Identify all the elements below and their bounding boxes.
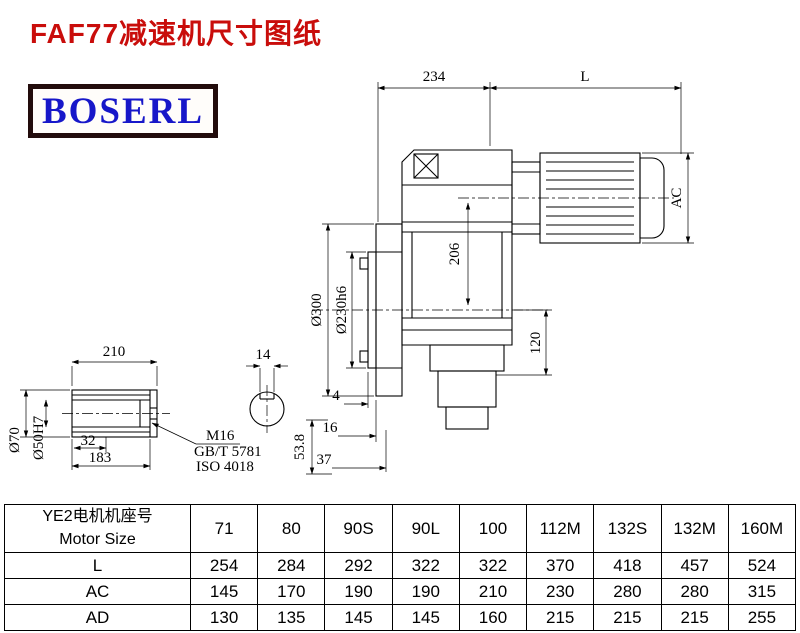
cell-L-5: 370 bbox=[526, 552, 595, 579]
cell-AD-5: 215 bbox=[526, 604, 595, 631]
logo-text: BOSERL bbox=[41, 90, 205, 132]
motor-size-100: 100 bbox=[458, 504, 528, 553]
dim-234-label: 234 bbox=[423, 69, 446, 85]
cell-AD-4: 160 bbox=[458, 604, 528, 631]
cell-AD-8: 255 bbox=[727, 604, 797, 631]
motor-size-71: 71 bbox=[189, 504, 259, 553]
dim-AC-group: AC bbox=[642, 152, 694, 244]
cell-AD-2: 145 bbox=[324, 604, 393, 631]
thread-gb-label: GB/T 5781 bbox=[194, 444, 262, 460]
shaft-detail: 210 Ø70 Ø50H7 32 183 M16 GB/T 5781 ISO 4… bbox=[7, 344, 262, 475]
cell-AD-7: 215 bbox=[660, 604, 729, 631]
cell-AD-3: 145 bbox=[391, 604, 460, 631]
dim-120-label: 120 bbox=[528, 332, 544, 355]
thread-iso-label: ISO 4018 bbox=[196, 459, 254, 475]
row-label-AD: AD bbox=[4, 604, 191, 631]
cell-L-4: 322 bbox=[458, 552, 528, 579]
thread-m16-label: M16 bbox=[206, 428, 235, 444]
cell-AC-0: 145 bbox=[189, 578, 259, 605]
dimension-table: YE2电机机座号 Motor Size 71 80 90S 90L 100 11… bbox=[4, 504, 797, 631]
cell-L-3: 322 bbox=[391, 552, 460, 579]
row-label-L: L bbox=[4, 552, 191, 579]
cell-L-1: 284 bbox=[257, 552, 326, 579]
cell-L-2: 292 bbox=[324, 552, 393, 579]
flange-outline bbox=[312, 223, 548, 397]
dim-300-label: Ø300 bbox=[309, 293, 325, 326]
cell-AC-5: 230 bbox=[526, 578, 595, 605]
cell-AC-4: 210 bbox=[458, 578, 528, 605]
dim-120-group: 120 bbox=[496, 309, 552, 376]
cell-AC-2: 190 bbox=[324, 578, 393, 605]
dims-depth-group: 4 16 37 bbox=[317, 372, 387, 472]
motor-size-header-en: Motor Size bbox=[59, 530, 136, 548]
keyway-detail: 14 bbox=[246, 347, 288, 433]
row-label-AC: AC bbox=[4, 578, 191, 605]
cell-L-8: 524 bbox=[727, 552, 797, 579]
cell-AC-7: 280 bbox=[660, 578, 729, 605]
dim-14-label: 14 bbox=[256, 347, 272, 363]
dim-50h7-label: Ø50H7 bbox=[31, 415, 47, 460]
table-row-AC: AC 145 170 190 190 210 230 280 280 315 bbox=[4, 578, 797, 605]
motor-size-90s: 90S bbox=[324, 504, 393, 553]
dim-37-label: 37 bbox=[317, 452, 333, 468]
page-title: FAF77减速机尺寸图纸 bbox=[30, 18, 323, 49]
dim-16-label: 16 bbox=[323, 420, 339, 436]
motor-size-112m: 112M bbox=[526, 504, 595, 553]
motor-outline bbox=[458, 152, 674, 244]
cell-AC-1: 170 bbox=[257, 578, 326, 605]
dim-230h6-label: Ø230h6 bbox=[334, 285, 350, 334]
dim-32-label: 32 bbox=[81, 433, 96, 449]
output-housing bbox=[429, 344, 505, 430]
dim-53-8-group: 53.8 bbox=[292, 419, 332, 475]
motor-size-header-cn: YE2电机机座号 bbox=[42, 508, 153, 526]
cell-AC-8: 315 bbox=[727, 578, 797, 605]
dim-206-label: 206 bbox=[447, 242, 463, 265]
motor-size-160m: 160M bbox=[727, 504, 797, 553]
motor-size-132s: 132S bbox=[593, 504, 662, 553]
cell-AD-1: 135 bbox=[257, 604, 326, 631]
table-row-AD: AD 130 135 145 145 160 215 215 215 255 bbox=[4, 604, 797, 631]
cell-L-0: 254 bbox=[189, 552, 259, 579]
table-row-L: L 254 284 292 322 322 370 418 457 524 bbox=[4, 552, 797, 579]
table-header-row: YE2电机机座号 Motor Size 71 80 90S 90L 100 11… bbox=[4, 504, 797, 553]
dim-53-8-label: 53.8 bbox=[292, 434, 308, 460]
technical-drawing: 234 L AC bbox=[7, 69, 694, 475]
boserl-logo: BOSERL bbox=[28, 84, 218, 138]
dim-top-group: 234 L bbox=[377, 69, 682, 222]
dim-210-label: 210 bbox=[103, 344, 126, 360]
cell-L-7: 457 bbox=[660, 552, 729, 579]
motor-size-132m: 132M bbox=[660, 504, 729, 553]
cell-AC-3: 190 bbox=[391, 578, 460, 605]
motor-size-80: 80 bbox=[257, 504, 326, 553]
cell-AC-6: 280 bbox=[593, 578, 662, 605]
dim-206-group: 206 bbox=[447, 202, 471, 306]
dim-L-label: L bbox=[580, 69, 589, 85]
dim-AC-label: AC bbox=[669, 188, 685, 209]
cell-AD-0: 130 bbox=[189, 604, 259, 631]
dim-4-label: 4 bbox=[332, 388, 340, 404]
motor-size-header-cell: YE2电机机座号 Motor Size bbox=[4, 504, 191, 553]
cell-AD-6: 215 bbox=[593, 604, 662, 631]
dim-183-label: 183 bbox=[89, 450, 112, 466]
motor-size-90l: 90L bbox=[391, 504, 460, 553]
cell-L-6: 418 bbox=[593, 552, 662, 579]
dim-flange-group: Ø300 Ø230h6 bbox=[309, 223, 374, 397]
dim-70-label: Ø70 bbox=[7, 427, 23, 453]
